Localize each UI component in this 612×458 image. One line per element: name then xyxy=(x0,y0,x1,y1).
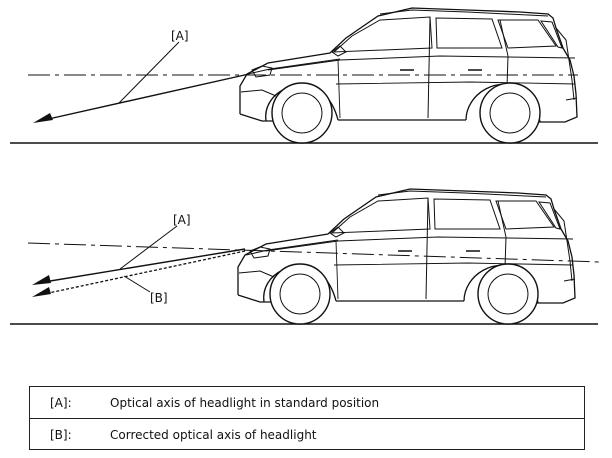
bottom-scene: [A] [B] xyxy=(10,188,601,325)
bottom-vehicle xyxy=(237,188,576,325)
legend-row-b: [B]: Corrected optical axis of headlight xyxy=(30,418,584,450)
bottom-arrow-b xyxy=(32,287,51,297)
legend-text-a: Optical axis of headlight in standard po… xyxy=(110,395,380,410)
top-arrow-a xyxy=(33,113,53,123)
legend-table: [A]: Optical axis of headlight in standa… xyxy=(29,386,585,450)
legend-key-b: [B]: xyxy=(50,427,72,442)
bottom-leader-a xyxy=(119,225,178,270)
bottom-leader-b xyxy=(123,275,151,293)
bottom-slanted-reference-line xyxy=(27,242,601,263)
top-scene: [A] xyxy=(10,7,598,144)
top-optical-axis-a xyxy=(43,73,250,121)
bottom-label-b: [B] xyxy=(150,291,168,305)
top-leader-a xyxy=(118,41,180,104)
bottom-label-a: [A] xyxy=(173,213,191,227)
legend-key-a: [A]: xyxy=(50,395,72,410)
legend-row-a: [A]: Optical axis of headlight in standa… xyxy=(30,387,584,418)
bottom-arrow-a xyxy=(32,275,51,285)
top-label-a: [A] xyxy=(171,29,189,43)
bottom-optical-axis-a xyxy=(43,248,246,283)
bottom-optical-axis-b xyxy=(43,250,246,295)
legend-text-b: Corrected optical axis of headlight xyxy=(110,427,317,442)
headlight-diagram: [A] [A] [B] xyxy=(10,7,601,325)
